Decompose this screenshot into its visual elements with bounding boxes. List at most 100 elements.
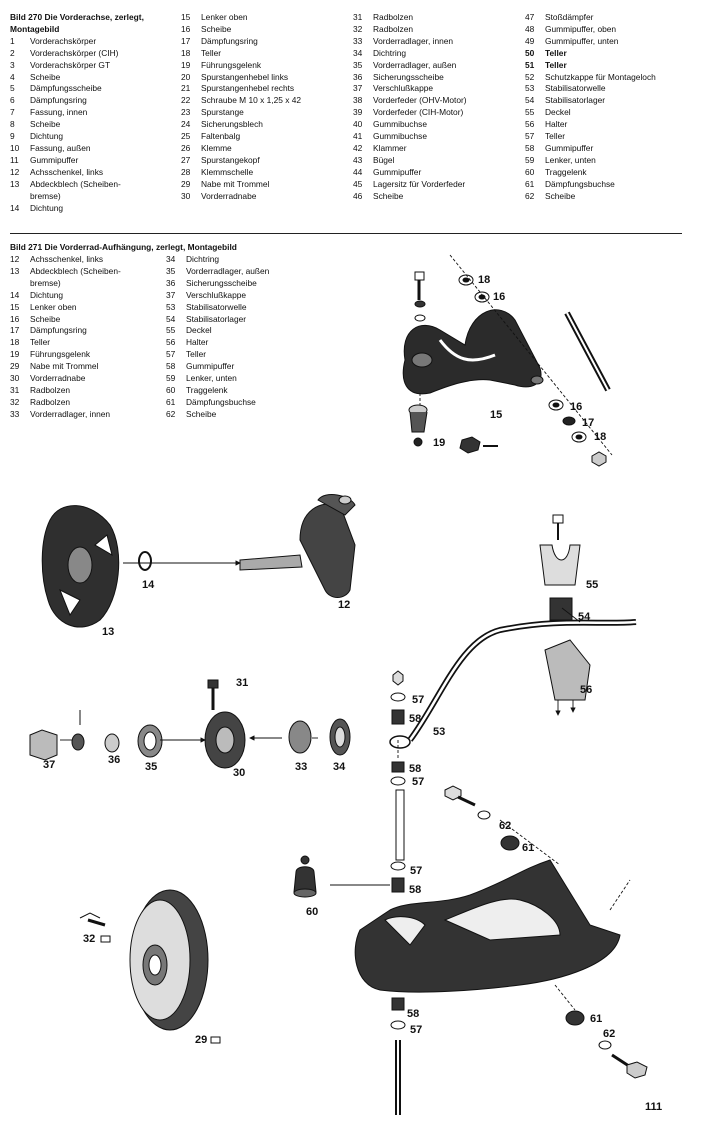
legend-item-label: Stabilisatorlager	[545, 95, 606, 106]
legend-item-number: 59	[166, 373, 176, 384]
legend-item-label: Vorderradnabe	[201, 190, 257, 201]
legend-item-number: 62	[166, 408, 176, 419]
legend-item: 29 Nabe mit Trommel	[181, 179, 301, 191]
legend-item-label: Nabe mit Trommel	[30, 361, 99, 372]
callout-54: 54	[578, 611, 591, 623]
figure-270-caption: Bild 270 Die Vorderachse, zerlegt, Monta…	[10, 12, 160, 214]
figure-270-title: Bild 270 Die Vorderachse, zerlegt, Monta…	[10, 12, 144, 34]
legend-item-number: 25	[181, 131, 191, 142]
legend-item: 16 Scheibe	[10, 314, 121, 326]
legend-item-label: Scheibe	[186, 408, 217, 419]
legend-item-number: 29	[181, 178, 191, 189]
callout-19: 19	[433, 437, 445, 449]
legend-item-number: 61	[166, 396, 176, 407]
legend-item-number: 16	[10, 313, 20, 324]
legend-item-number: 58	[525, 142, 535, 153]
legend-item-label: Schraube M 10 x 1,25 x 42	[201, 95, 302, 106]
legend-item-label: Scheibe	[545, 190, 576, 201]
legend-item-number: 49	[525, 35, 535, 46]
legend-item-label: Scheibe	[373, 190, 404, 201]
legend-item-number: 6	[10, 95, 15, 106]
legend-item-number: 2	[10, 47, 15, 58]
callout-58-1: 58	[409, 713, 421, 725]
legend-item-label: Scheibe	[30, 313, 61, 324]
legend-item-number: 51	[525, 59, 535, 70]
callout-35: 35	[145, 761, 157, 773]
legend-item-number: 40	[353, 119, 363, 130]
legend-item-label: Fassung, außen	[30, 142, 91, 153]
legend-item-number: 17	[10, 325, 20, 336]
stabilizer-bar	[389, 619, 637, 749]
callout-57-1: 57	[412, 694, 424, 706]
upper-arm-long-bolt	[564, 311, 611, 392]
legend-item-label: Dichtring	[186, 254, 220, 264]
legend-item-label: Bügel	[373, 154, 395, 165]
part-callouts: 12 13 14 15 16 16 17 18 18 19 29 30 31 3…	[43, 274, 615, 1046]
legend-item-label: Teller	[545, 47, 567, 58]
upper-washers	[458, 274, 607, 467]
legend-item-label: Dämpfungsring	[30, 95, 87, 106]
legend-item-number: 57	[166, 349, 176, 360]
figure-271-title: Bild 271 Die Vorderrad-Aufhängung, zerle…	[10, 242, 237, 252]
legend-item-number: 46	[353, 190, 363, 201]
legend-item-label: Lenker, unten	[545, 154, 596, 165]
legend-item-label: Nabe mit Trommel	[201, 178, 270, 189]
legend-item-label: Sicherungsscheibe	[186, 277, 257, 288]
legend-item-label: Lenker oben	[201, 12, 248, 22]
legend-item-label: Teller	[186, 349, 207, 360]
legend-item-number: 53	[525, 83, 535, 94]
legend-item-number: 55	[166, 325, 176, 336]
legend-item-label: Spurstange	[201, 107, 244, 118]
legend-item-number: 12	[10, 166, 20, 177]
callout-15: 15	[490, 409, 502, 421]
legend-item: 54 Stabilisatorlager	[166, 314, 269, 326]
ball-joint-lower	[293, 855, 317, 898]
brake-drum	[79, 889, 209, 1031]
callout-17: 17	[582, 417, 594, 429]
legend-item-label: Traggelenk	[186, 384, 228, 395]
legend-item-number: 15	[181, 12, 191, 22]
legend-item-label: Spurstangenhebel links	[201, 71, 289, 82]
legend-item: 62 Scheibe	[166, 409, 269, 421]
legend-item-label: Teller	[30, 337, 51, 348]
callout-56: 56	[580, 684, 592, 696]
callout-53: 53	[433, 726, 445, 738]
callout-18-right: 18	[594, 431, 606, 443]
legend-item-number: 18	[10, 337, 20, 348]
legend-item-number: 12	[10, 254, 20, 264]
legend-item-label: Deckel	[186, 325, 212, 336]
legend-item-number: 11	[10, 154, 19, 165]
legend-item-label: Lenker oben	[30, 301, 77, 312]
legend-item-number: 56	[525, 119, 535, 130]
legend-item-number: 54	[166, 313, 176, 324]
legend-item-label: Schutzkappe für Montageloch	[545, 71, 656, 82]
legend-item-label: Stabilisatorlager	[186, 313, 247, 324]
legend-item: 55 Deckel	[166, 325, 269, 337]
legend-item-number: 31	[353, 12, 363, 22]
legend-item-number: 3	[10, 59, 15, 70]
